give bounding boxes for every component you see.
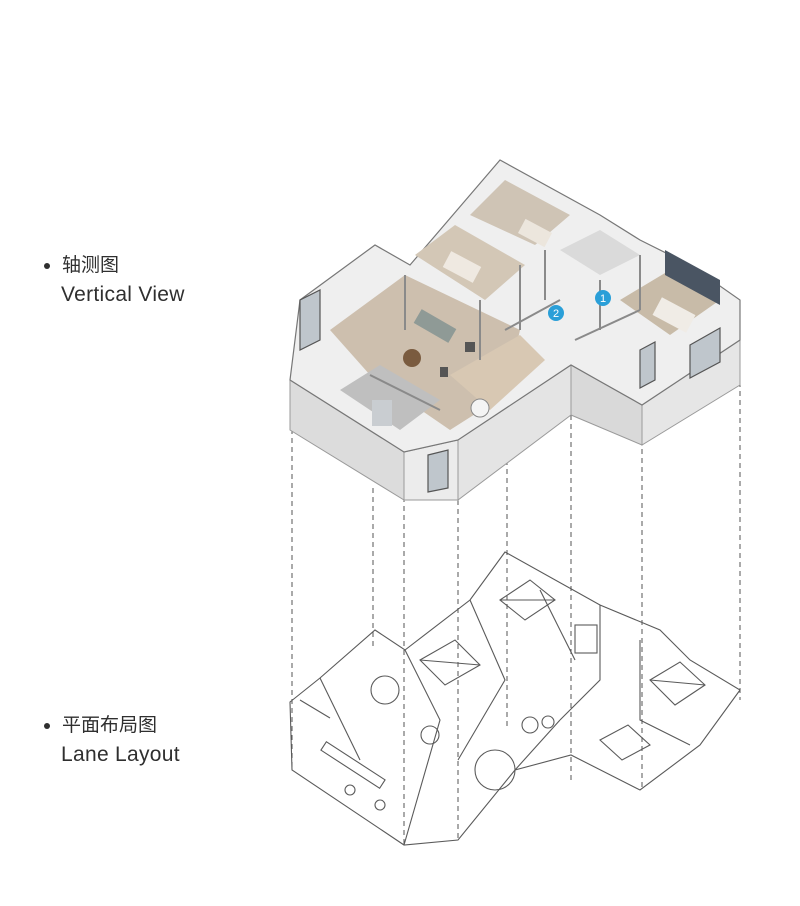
axonometric-label-cn: 轴测图 xyxy=(62,255,120,276)
axonometric-model: 1 2 xyxy=(289,159,741,502)
bullet-icon xyxy=(44,263,50,269)
axonometric-label: 轴测图 Vertical View xyxy=(44,252,185,310)
plan-outline xyxy=(289,551,741,846)
master-accent-wall xyxy=(665,250,720,305)
marker-2-text: 2 xyxy=(553,308,559,320)
dining-floor xyxy=(450,335,545,410)
marker-2: 2 xyxy=(548,305,564,321)
bathroom-floor xyxy=(560,230,640,275)
bedroom-b-floor xyxy=(470,180,570,245)
floor-plan xyxy=(289,551,741,846)
interior-walls xyxy=(369,250,641,411)
marker-1: 1 xyxy=(595,290,611,306)
bullet-icon xyxy=(44,723,50,729)
axonometric-label-en: Vertical View xyxy=(61,283,185,306)
marker-1-text: 1 xyxy=(600,293,606,305)
floorplan-label-cn: 平面布局图 xyxy=(62,715,158,736)
kitchen-floor xyxy=(340,365,440,430)
windows xyxy=(299,289,721,493)
furniture xyxy=(372,218,696,426)
floorplan-label: 平面布局图 Lane Layout xyxy=(44,712,180,770)
floorplan-label-en: Lane Layout xyxy=(61,743,180,766)
